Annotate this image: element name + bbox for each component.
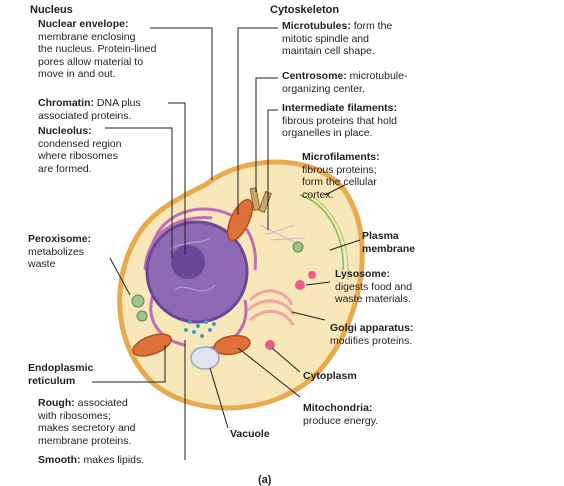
nucleolus-shape <box>171 245 205 279</box>
lysosome-label: Lysosome: digests food and waste materia… <box>335 268 412 306</box>
mitochondria-head: Mitochondria: <box>303 402 373 414</box>
ribosome-dots <box>184 320 216 338</box>
mitochondria-label: Mitochondria: produce energy. <box>303 402 378 427</box>
vacuole-shape <box>190 346 220 370</box>
nuclear-envelope-body: membrane enclosing the nucleus. Protein-… <box>38 30 157 81</box>
microfilaments-head: Microfilaments: <box>302 151 380 163</box>
intermediate-filaments-label: Intermediate filaments: fibrous proteins… <box>282 102 397 140</box>
cytoskeleton-title: Cytoskeleton <box>270 4 340 16</box>
lysosome-shape <box>295 280 305 290</box>
peroxisome-body: metabolizes waste <box>28 245 85 271</box>
microtubules-label: Microtubules: form the mitotic spindle a… <box>282 20 392 58</box>
rough-er-head: Rough: <box>38 397 75 409</box>
plasma-membrane-label: Plasma membrane <box>362 230 415 255</box>
smooth-er-head: Smooth: <box>38 454 81 466</box>
nuclear-envelope-label: Nuclear envelope: membrane enclosing the… <box>38 18 157 81</box>
microfilaments-body: fibrous proteins; form the cellular cort… <box>302 163 377 201</box>
golgi-body: modifies proteins. <box>330 334 413 347</box>
microtubules-body: form the mitotic spindle and maintain ce… <box>282 20 393 57</box>
centrosome-label: Centrosome: microtubule- organizing cent… <box>282 70 407 95</box>
microfilament-strands <box>299 194 344 271</box>
smooth-er-label: Smooth: makes lipids. <box>38 454 144 467</box>
rough-er-label: Rough: associated with ribosomes; makes … <box>38 397 135 447</box>
microfilaments-label: Microfilaments: fibrous proteins; form t… <box>302 151 380 201</box>
microtubules-head: Microtubules: <box>282 20 351 32</box>
peroxisome-shape <box>131 294 145 308</box>
smooth-er-body: makes lipids. <box>80 454 145 466</box>
nuclear-envelope-head: Nuclear envelope: <box>38 18 129 30</box>
mitochondria-body: produce energy. <box>303 414 379 427</box>
golgi-shape <box>247 289 296 326</box>
centrosome-body: microtubule- organizing center. <box>282 70 408 95</box>
peroxisome-label: Peroxisome: metabolizes waste <box>28 233 91 271</box>
plasma-membrane-head: Plasma membrane <box>362 230 416 255</box>
vacuole-head: Vacuole <box>230 428 270 440</box>
golgi-label: Golgi apparatus: modifies proteins. <box>330 322 413 347</box>
nucleus-title: Nucleus <box>30 4 73 16</box>
nucleolus-label: Nucleolus: condensed region where riboso… <box>38 125 121 175</box>
chromatin-head: Chromatin: <box>38 97 94 109</box>
golgi-head: Golgi apparatus: <box>330 322 414 334</box>
figure-caption: (a) <box>258 474 272 486</box>
nucleolus-body: condensed region where ribosomes are for… <box>38 137 122 175</box>
cytoplasm-head: Cytoplasm <box>303 370 357 382</box>
intermediate-filaments-head: Intermediate filaments: <box>282 102 397 114</box>
centrosome-head: Centrosome: <box>282 70 347 82</box>
er-title: Endoplasmic reticulum <box>28 362 94 387</box>
chromatin-label: Chromatin: DNA plus associated proteins. <box>38 97 141 122</box>
lysosome-head: Lysosome: <box>335 268 391 280</box>
lysosome-body: digests food and waste materials. <box>335 280 413 306</box>
chromatin-body: DNA plus associated proteins. <box>38 97 141 122</box>
er-label: Endoplasmic reticulum <box>28 362 93 387</box>
leader-lines <box>92 27 361 460</box>
nucleolus-head: Nucleolus: <box>38 125 92 137</box>
intermediate-filaments-body: fibrous proteins that hold organelles in… <box>282 114 397 140</box>
vacuole-label: Vacuole <box>230 428 270 441</box>
rough-er-body: associated with ribosomes; makes secreto… <box>38 397 136 447</box>
peroxisome-head: Peroxisome: <box>28 233 92 245</box>
cytoplasm-label: Cytoplasm <box>303 370 357 383</box>
